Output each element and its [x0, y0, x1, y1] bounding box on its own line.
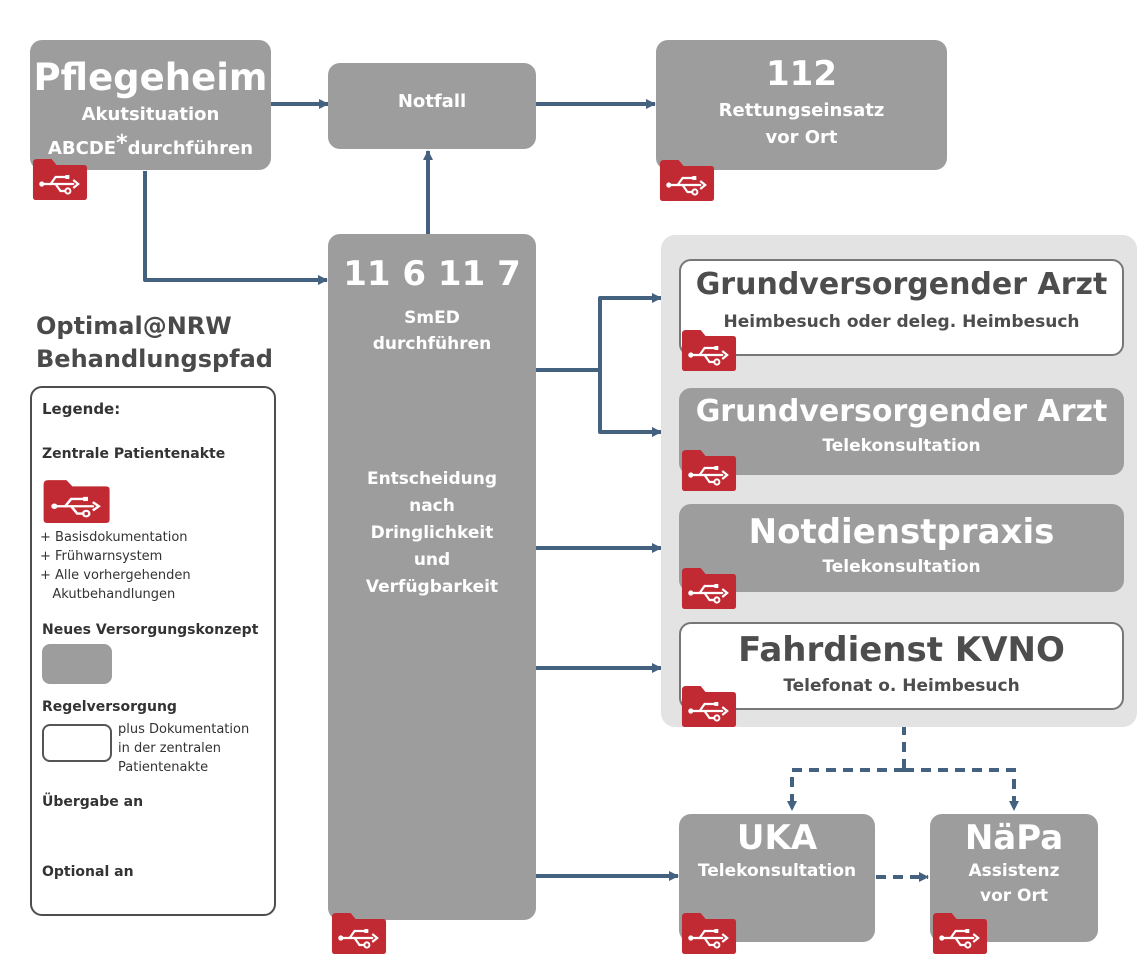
notdienst-sub: Telekonsultation [822, 557, 981, 577]
smed-decision-4: und [413, 550, 451, 570]
node-smed: 11 6 11 7 SmED durchführen Entscheidung … [328, 234, 536, 920]
arrow-smed-to-arzt-tele [598, 370, 662, 437]
pflegeheim-line1: Akutsituation [81, 104, 220, 125]
node-uka: UKA Telekonsultation [679, 814, 875, 942]
smed-line1: SmED [404, 308, 460, 328]
legend-regular-label: Regelversorgung [42, 699, 177, 715]
patient-record-folder-icon [657, 156, 716, 202]
patient-record-folder-icon [930, 909, 989, 955]
arzt-tele-sub: Telekonsultation [822, 436, 981, 456]
notfall-label: Notfall [397, 91, 467, 112]
patient-record-folder-icon [679, 564, 738, 610]
node-arzt-tele: Grundversorgender Arzt Telekonsultation [679, 388, 1124, 475]
pflegeheim-line2: ABCDE*durchführen [30, 131, 271, 159]
uka-title: UKA [736, 818, 818, 858]
legend-ehr-item-2: + Frühwarnsystem [40, 549, 163, 564]
legend-patient-record-folder-icon [40, 476, 112, 524]
legend-title: Legende: [42, 400, 121, 418]
legend-white-swatch [42, 724, 112, 762]
pflegeheim-title: Pflegeheim [33, 56, 268, 99]
legend-optional-label: Optional an [42, 864, 134, 880]
dashed-split-to-uka [787, 768, 904, 811]
node-rettungseinsatz: 112 Rettungseinsatz vor Ort [656, 40, 947, 170]
smed-decision-1: Entscheidung [366, 469, 498, 489]
legend-ehr-item-4: Akutbehandlungen [40, 587, 176, 602]
naepa-line2: vor Ort [979, 886, 1049, 906]
legend-box: Legende: Zentrale Patientenakte + Basisd… [30, 386, 276, 916]
legend-regular-note-2: in der zentralen [118, 741, 222, 756]
patient-record-folder-icon [679, 682, 738, 728]
rettung-title: 112 [766, 54, 837, 94]
node-notdienstpraxis: Notdienstpraxis Telekonsultation [679, 504, 1124, 592]
smed-decision-5: Verfügbarkeit [365, 577, 499, 597]
node-arzt-heimbesuch: Grundversorgender Arzt Heimbesuch oder d… [679, 259, 1124, 356]
naepa-title: NäPa [964, 818, 1064, 858]
pflegeheim-line2-b: durchführen [127, 138, 254, 159]
smed-line2: durchführen [372, 334, 492, 354]
patient-record-folder-icon [679, 446, 738, 492]
legend-regular-note-1: plus Dokumentation [118, 722, 250, 737]
uka-sub: Telekonsultation [697, 861, 857, 881]
heading-line2: Behandlungspfad [36, 345, 273, 373]
arzt-heim-title: Grundversorgender Arzt [695, 267, 1108, 302]
node-pflegeheim: Pflegeheim Akutsituation ABCDE*durchführ… [30, 40, 271, 170]
rettung-line1: Rettungseinsatz [718, 100, 885, 121]
arrow-smed-to-arzt-heimbesuch [536, 293, 662, 372]
smed-decision-3: Dringlichkeit [370, 523, 494, 543]
dashed-split-to-naepa [904, 768, 1019, 811]
patient-record-folder-icon [30, 155, 89, 201]
fahrdienst-title: Fahrdienst KVNO [738, 630, 1065, 670]
naepa-line1: Assistenz [968, 861, 1060, 881]
legend-gray-swatch [42, 644, 112, 684]
legend-handover-label: Übergabe an [42, 794, 144, 810]
legend-new-concept-label: Neues Versorgungskonzept [42, 622, 259, 638]
legend-ehr-label: Zentrale Patientenakte [42, 446, 226, 462]
legend-ehr-item-3: + Alle vorhergehenden [40, 568, 191, 583]
patient-record-folder-icon [329, 909, 388, 955]
legend-regular-note-3: Patientenakte [118, 760, 209, 775]
asterisk: * [116, 131, 128, 156]
node-notfall: Notfall [328, 63, 536, 149]
arrow-pflegeheim-to-smed [143, 171, 328, 285]
smed-decision-2: nach [409, 496, 455, 516]
arzt-heim-sub: Heimbesuch oder deleg. Heimbesuch [723, 312, 1080, 332]
arzt-tele-title: Grundversorgender Arzt [695, 394, 1108, 429]
heading-line1: Optimal@NRW [36, 312, 232, 340]
node-fahrdienst: Fahrdienst KVNO Telefonat o. Heimbesuch [679, 622, 1124, 710]
smed-title: 11 6 11 7 [343, 254, 521, 294]
patient-record-folder-icon [679, 326, 738, 372]
rettung-line2: vor Ort [765, 127, 838, 148]
fahrdienst-sub: Telefonat o. Heimbesuch [783, 676, 1020, 696]
legend-ehr-item-1: + Basisdokumentation [40, 530, 188, 545]
pflegeheim-line2-a: ABCDE [47, 138, 117, 159]
patient-record-folder-icon [679, 909, 738, 955]
notdienst-title: Notdienstpraxis [748, 512, 1055, 552]
